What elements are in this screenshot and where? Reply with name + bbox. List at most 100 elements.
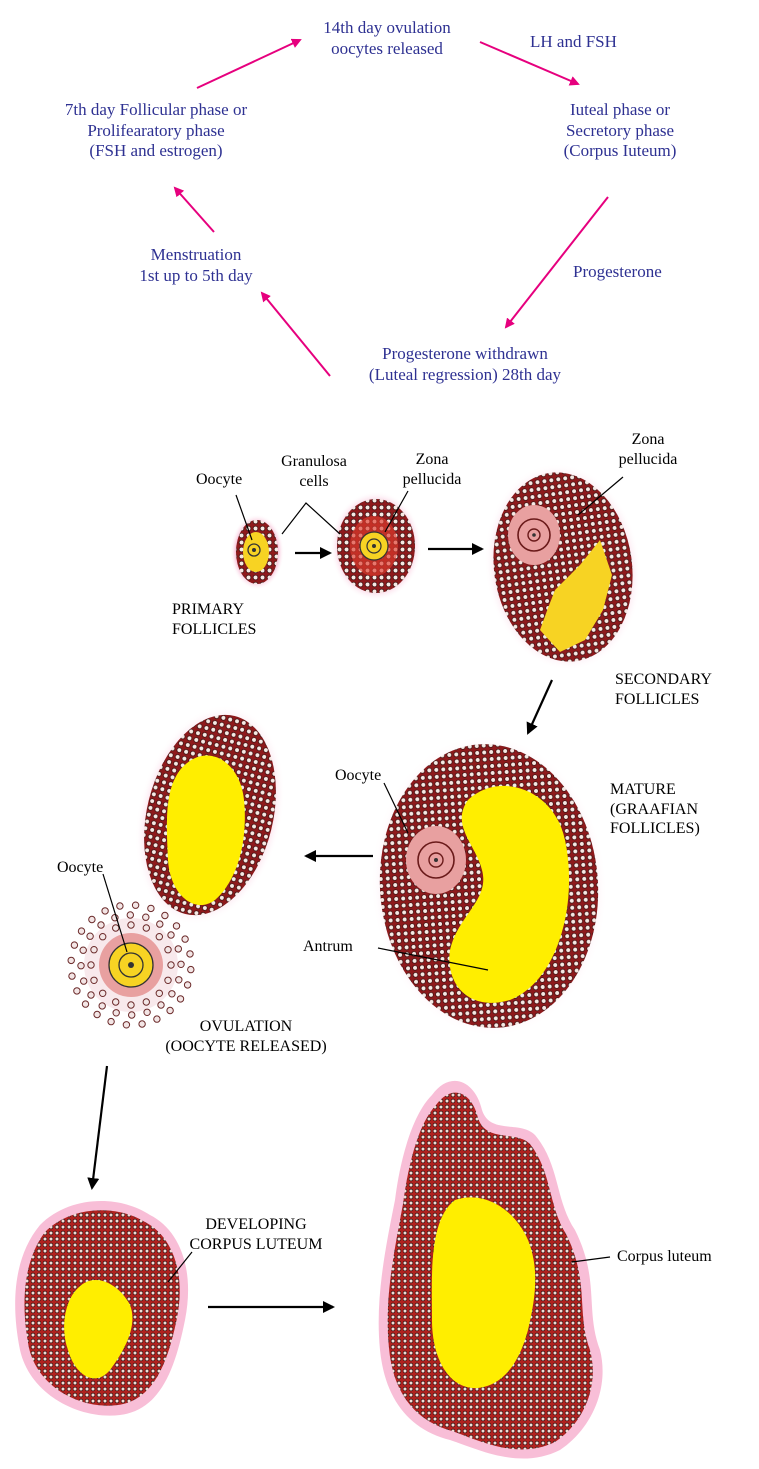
arrow-menstruation-to-follicular	[175, 188, 214, 232]
corona-cell	[168, 962, 174, 968]
cycle-progesterone-label: Progesterone	[573, 262, 662, 283]
corona-cell	[144, 1009, 150, 1015]
corona-cell	[148, 905, 154, 911]
cycle-ovulation-line1: 14th day ovulation	[301, 18, 473, 39]
primary-zona-label: Zona pellucida	[384, 450, 480, 489]
corona-cell	[108, 1018, 114, 1024]
corona-cell	[82, 1001, 88, 1007]
corona-cell	[169, 991, 175, 997]
secondary-follicle	[471, 453, 654, 681]
corona-cell	[91, 947, 97, 953]
secondary-zona-line1: Zona	[600, 430, 696, 450]
primary-title-line1: PRIMARY	[172, 600, 256, 620]
corona-cell	[158, 1002, 164, 1008]
corona-cell	[156, 990, 162, 996]
corona-cell	[165, 947, 171, 953]
arrow-follicular-to-ovulation	[197, 40, 300, 88]
granulosa-cells-label: Granulosa cells	[262, 452, 366, 491]
corona-cell	[128, 1002, 134, 1008]
developing-title-line1: DEVELOPING	[158, 1215, 354, 1235]
corona-cell	[89, 916, 95, 922]
arrow-secondary-to-mature	[528, 680, 552, 733]
ruptured-follicle	[113, 689, 307, 941]
graafian-follicle	[361, 727, 617, 1045]
corona-cell	[182, 936, 188, 942]
cycle-follicular-line1: 7th day Follicular phase or	[28, 100, 284, 121]
corona-cell	[102, 908, 108, 914]
corona-cell	[128, 922, 134, 928]
corona-cell	[94, 1011, 100, 1017]
corona-cell	[88, 962, 94, 968]
corona-cell	[188, 966, 194, 972]
arrow-withdrawn-to-menstruation	[262, 293, 330, 376]
corona-cell	[71, 942, 77, 948]
corona-cell	[69, 973, 75, 979]
corona-cell	[187, 951, 193, 957]
secondary-follicles-title: SECONDARY FOLLICLES	[615, 670, 712, 709]
corona-cell	[68, 957, 74, 963]
leader-granulosa-cells	[282, 503, 340, 534]
cycle-lh-fsh-label: LH and FSH	[530, 32, 617, 53]
secondary-title-line2: FOLLICLES	[615, 690, 712, 710]
ovulation-title-line2: (OOCYTE RELEASED)	[128, 1037, 364, 1057]
primary-zona-line1: Zona	[384, 450, 480, 470]
corona-cell	[143, 999, 149, 1005]
mature-title-line2: (GRAAFIAN	[610, 800, 700, 820]
corona-cell	[167, 1007, 173, 1013]
corona-cell	[113, 925, 119, 931]
cycle-ovulation-line2: oocytes released	[301, 39, 473, 60]
mature-follicles-title: MATURE (GRAAFIAN FOLLICLES)	[610, 780, 700, 839]
developing-title-line2: CORPUS LUTEUM	[158, 1235, 354, 1255]
primary-follicles-title: PRIMARY FOLLICLES	[172, 600, 256, 639]
corona-cell	[80, 947, 86, 953]
corona-cell	[100, 990, 106, 996]
mature-title-line1: MATURE	[610, 780, 700, 800]
arrow-ovulation-to-developing	[92, 1066, 107, 1188]
corpus-luteum-label: Corpus luteum	[617, 1247, 712, 1267]
primary-oocyte-label: Oocyte	[196, 470, 242, 490]
mature-title-line3: FOLLICLES)	[610, 819, 700, 839]
cycle-withdrawn-line2: (Luteal regression) 28th day	[330, 365, 600, 386]
primary-follicle-small	[230, 514, 284, 590]
cycle-luteal-label: Iuteal phase or Secretory phase (Corpus …	[540, 100, 700, 162]
cycle-luteal-line3: (Corpus Iuteum)	[540, 141, 700, 162]
granulosa-line1: Granulosa	[262, 452, 366, 472]
corona-cell	[81, 978, 87, 984]
corona-cell	[157, 921, 163, 927]
mature-oocyte-label: Oocyte	[335, 766, 381, 786]
primary-follicle-large	[330, 491, 422, 601]
cycle-follicular-line3: (FSH and estrogen)	[28, 141, 284, 162]
cycle-ovulation-label: 14th day ovulation oocytes released	[301, 18, 473, 59]
secondary-zona-label: Zona pellucida	[600, 430, 696, 469]
cycle-menstruation-label: Menstruation 1st up to 5th day	[110, 245, 282, 286]
corona-cell	[99, 1003, 105, 1009]
developing-corpus-title: DEVELOPING CORPUS LUTEUM	[158, 1215, 354, 1254]
cycle-withdrawn-line1: Progesterone withdrawn	[330, 344, 600, 365]
corona-cell	[168, 932, 174, 938]
ovulation-title: OVULATION (OOCYTE RELEASED)	[128, 1017, 364, 1056]
corona-cell	[117, 903, 123, 909]
cycle-menstruation-line2: 1st up to 5th day	[110, 266, 282, 287]
corona-cell	[176, 977, 182, 983]
corona-cell	[173, 923, 179, 929]
cycle-withdrawn-label: Progesterone withdrawn (Luteal regressio…	[330, 344, 600, 385]
corpus-luteum	[379, 1081, 603, 1459]
corona-cell	[74, 988, 80, 994]
corona-cell	[127, 912, 133, 918]
corona-cell	[78, 928, 84, 934]
corona-cell	[132, 902, 138, 908]
corona-cell	[78, 963, 84, 969]
corona-cell	[165, 977, 171, 983]
ovulation-title-line1: OVULATION	[128, 1017, 364, 1037]
secondary-zona-line2: pellucida	[600, 450, 696, 470]
corona-cell	[88, 992, 94, 998]
corona-cell	[177, 996, 183, 1002]
corona-cell	[175, 946, 181, 952]
corona-cell	[100, 934, 106, 940]
corona-cell	[113, 1010, 119, 1016]
primary-zona-line2: pellucida	[384, 470, 480, 490]
corona-cell	[156, 934, 162, 940]
corona-cell	[184, 982, 190, 988]
cycle-menstruation-line1: Menstruation	[110, 245, 282, 266]
corona-cell	[91, 977, 97, 983]
